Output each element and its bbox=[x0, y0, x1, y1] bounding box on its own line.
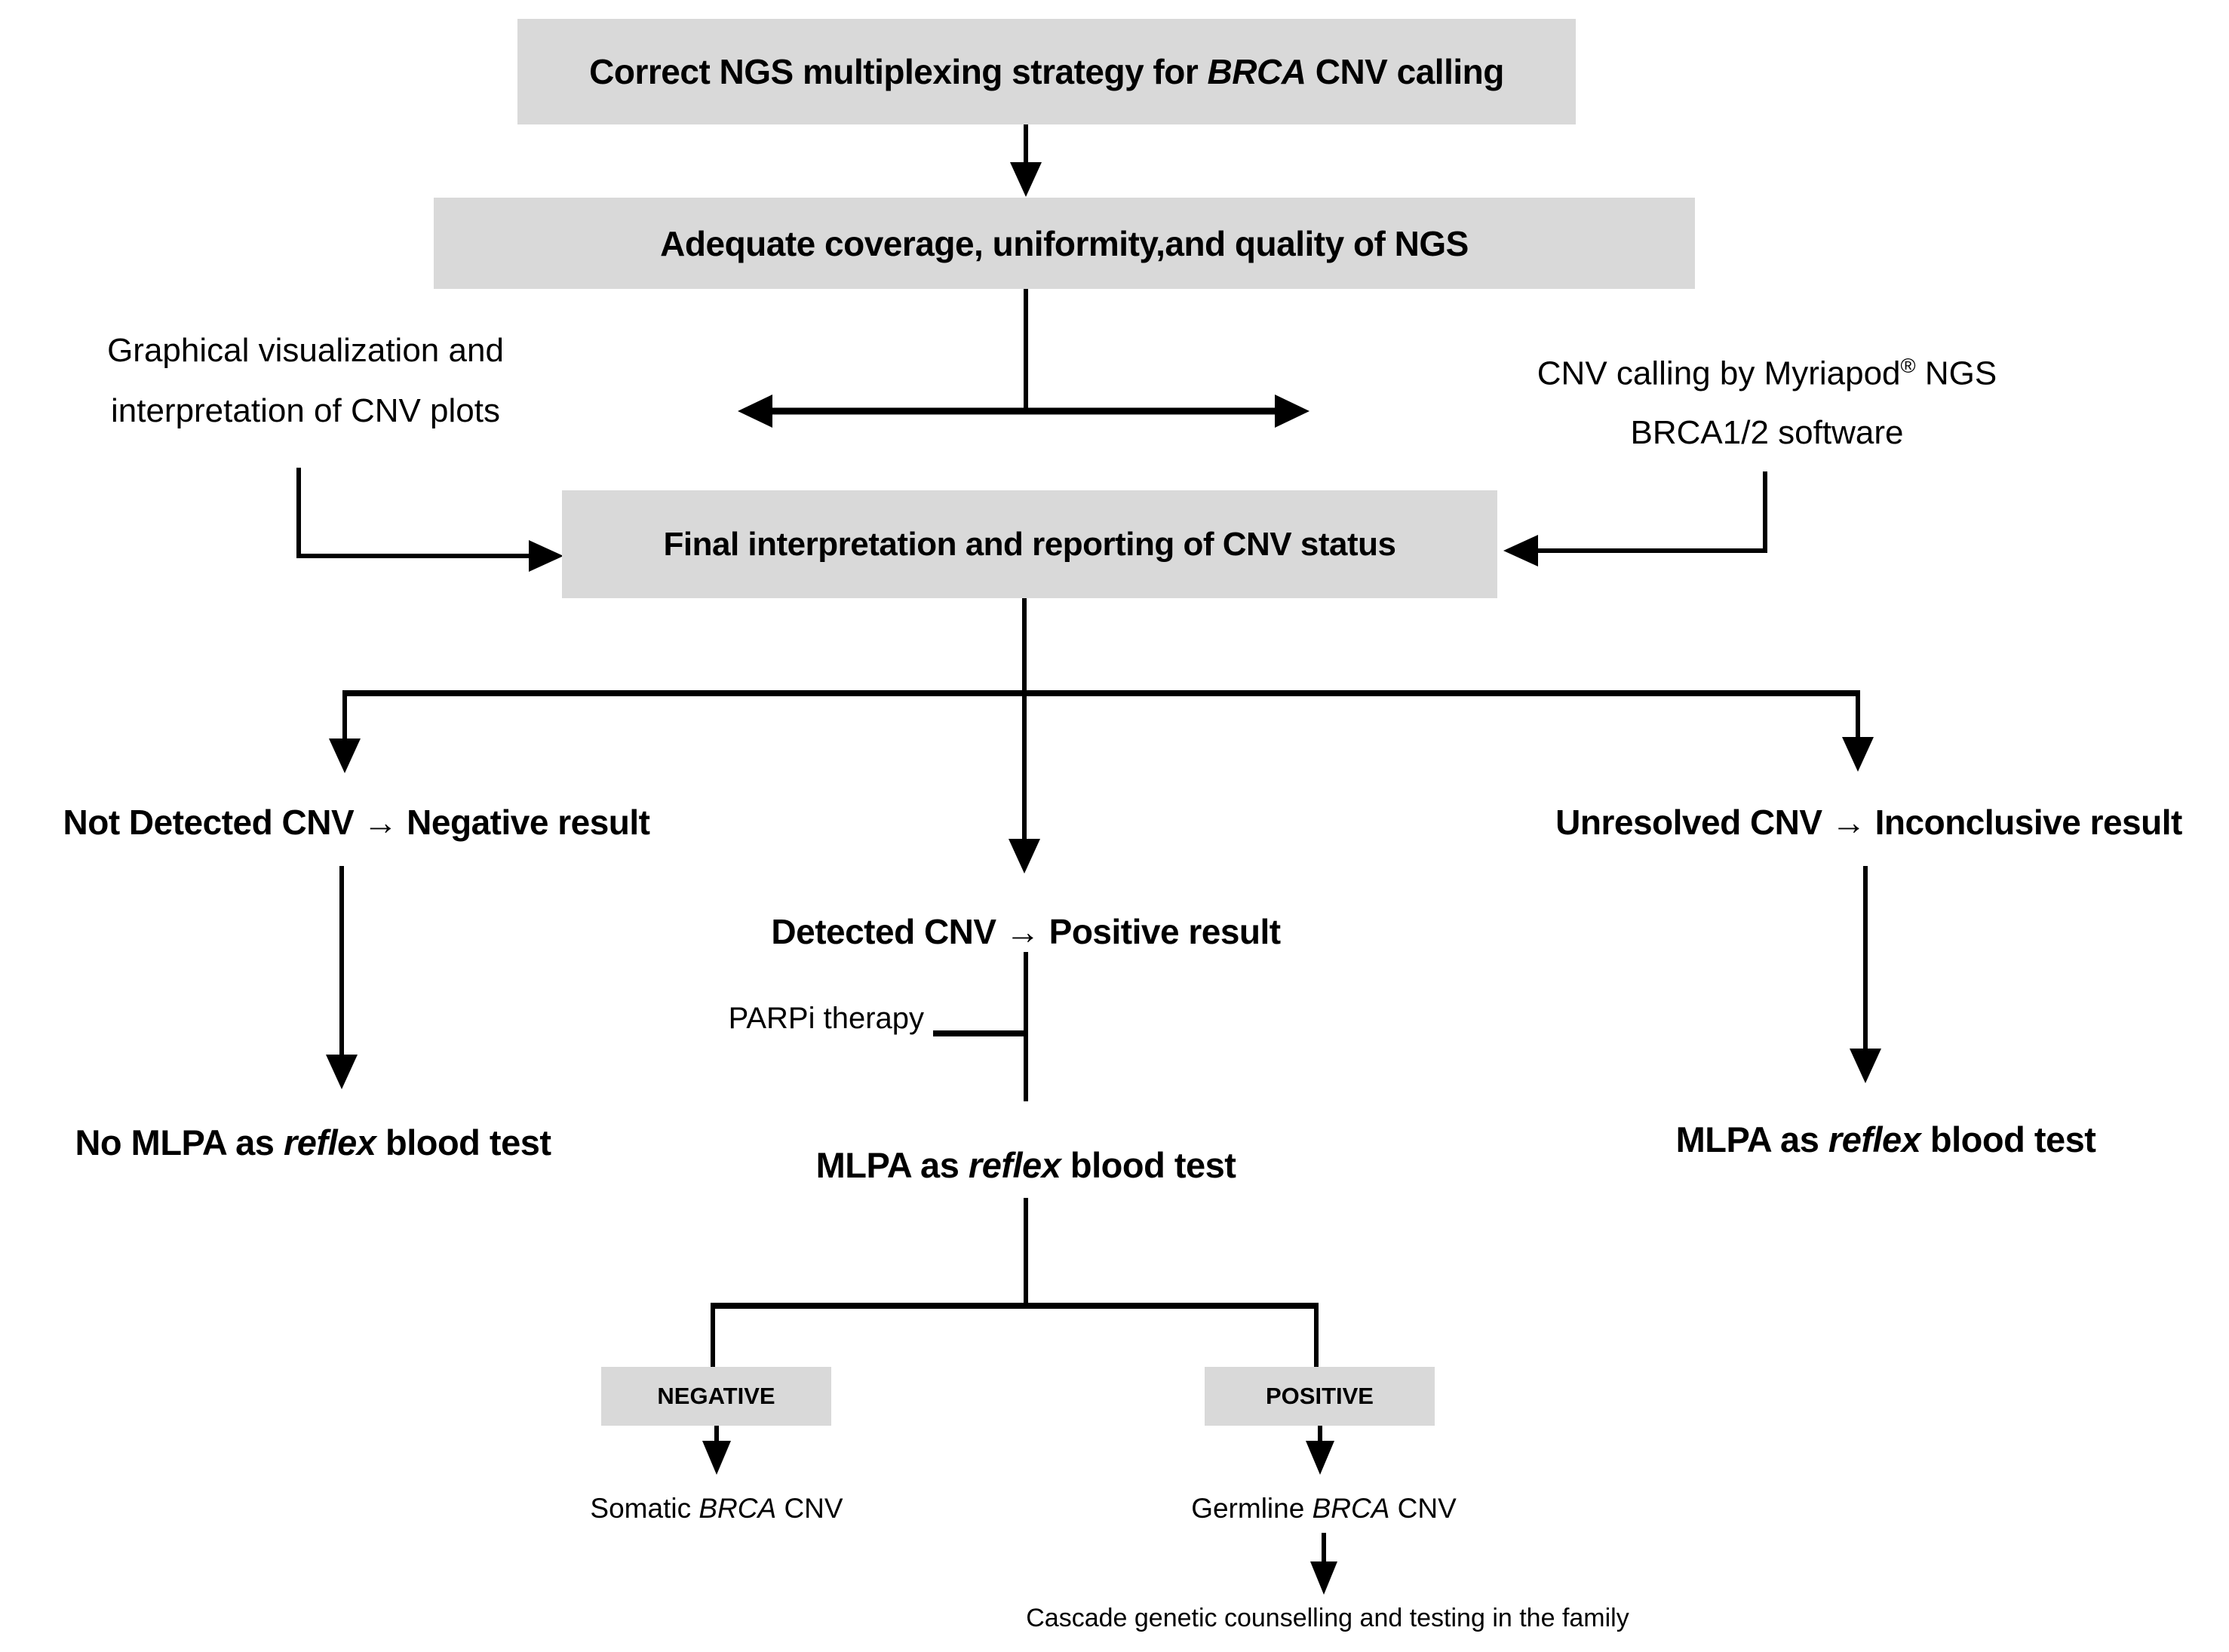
label-software-line2: BRCA1/2 software bbox=[1630, 413, 1904, 451]
label-mlpa-reflex-right: MLPA as reflex blood test bbox=[1675, 1119, 2096, 1159]
reflex-italic: reflex bbox=[968, 1145, 1061, 1185]
label-no-mlpa-reflex: No MLPA as reflex blood test bbox=[75, 1122, 551, 1162]
label-parpi-therapy: PARPi therapy bbox=[728, 1002, 924, 1035]
node-adequate-text: Adequate coverage, uniformity,and qualit… bbox=[660, 223, 1469, 263]
label-unresolved-inconclusive: Unresolved CNV → Inconclusive result bbox=[1555, 803, 2182, 842]
arrow-negative-result bbox=[702, 1426, 731, 1475]
right-arrow-glyph: → bbox=[1005, 912, 1040, 951]
label-graphical-line2: interpretation of CNV plots bbox=[110, 392, 501, 429]
reflex-italic: reflex bbox=[1828, 1119, 1921, 1159]
label-graphical-line1: Graphical visualization and bbox=[107, 332, 504, 369]
registered-mark: ® bbox=[1900, 354, 1916, 377]
label-graphical-visualization: Graphical visualization and interpretati… bbox=[41, 321, 570, 441]
node-negative: NEGATIVE bbox=[601, 1367, 831, 1426]
arrow-positive-result bbox=[1306, 1426, 1334, 1475]
label-not-detected-negative: Not Detected CNV → Negative result bbox=[63, 803, 650, 842]
node-negative-text: NEGATIVE bbox=[657, 1383, 775, 1409]
label-cascade-counselling: Cascade genetic counselling and testing … bbox=[1026, 1604, 1629, 1632]
label-somatic-cnv: Somatic BRCA CNV bbox=[590, 1493, 843, 1524]
label-software-line1: CNV calling by Myriapod® NGS bbox=[1537, 354, 1997, 392]
label-cnv-calling-software: CNV calling by Myriapod® NGS BRCA1/2 sof… bbox=[1486, 336, 2048, 462]
node-final-interpretation: Final interpretation and reporting of CN… bbox=[562, 490, 1497, 598]
brca-italic: BRCA bbox=[1207, 52, 1306, 91]
arrow-inconclusive-to-mlpa bbox=[1850, 866, 1881, 1083]
right-arrow-glyph: → bbox=[1831, 803, 1866, 842]
brca-italic: BRCA bbox=[698, 1493, 777, 1524]
label-mlpa-reflex-center: MLPA as reflex blood test bbox=[815, 1145, 1236, 1185]
node-positive: POSITIVE bbox=[1205, 1367, 1435, 1426]
arrow-germline-to-cascade bbox=[1310, 1533, 1337, 1595]
connector-final-branch bbox=[329, 598, 1874, 874]
node-adequate-coverage: Adequate coverage, uniformity,and qualit… bbox=[434, 198, 1695, 289]
node-final-text: Final interpretation and reporting of CN… bbox=[663, 525, 1396, 563]
connector-graphical-to-final bbox=[296, 468, 563, 572]
reflex-italic: reflex bbox=[284, 1122, 376, 1162]
node-multiplexing-text: Correct NGS multiplexing strategy for BR… bbox=[589, 52, 1504, 91]
connector-mlpa-split bbox=[711, 1198, 1319, 1367]
connector-adequate-split bbox=[738, 289, 1309, 428]
arrow-multiplexing-to-adequate bbox=[1010, 124, 1042, 197]
label-detected-positive: Detected CNV → Positive result bbox=[771, 912, 1281, 951]
arrow-negative-to-nomlpa bbox=[326, 866, 358, 1089]
node-multiplexing-strategy: Correct NGS multiplexing strategy for BR… bbox=[517, 19, 1576, 124]
right-arrow-glyph: → bbox=[363, 803, 398, 842]
label-germline-cnv: Germline BRCA CNV bbox=[1191, 1493, 1457, 1524]
connector-software-to-final bbox=[1503, 471, 1767, 567]
node-positive-text: POSITIVE bbox=[1266, 1383, 1374, 1409]
brca-italic: BRCA bbox=[1312, 1493, 1390, 1524]
